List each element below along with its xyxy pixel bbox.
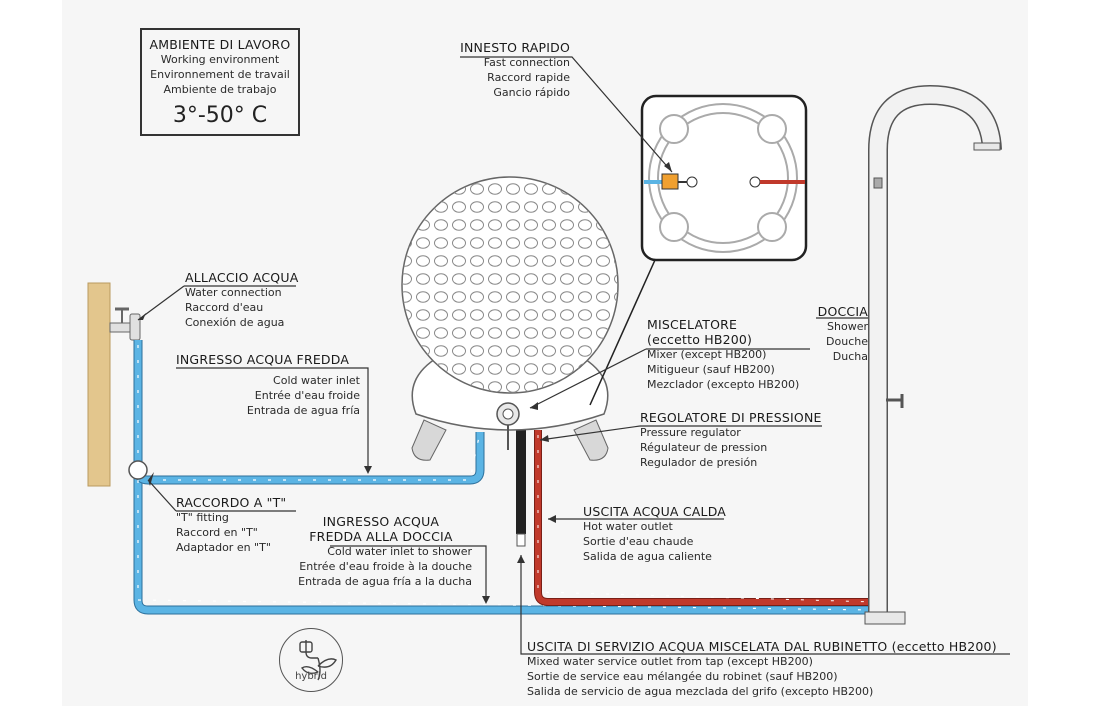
cold-inlet-label: Cold water inlet Entrée d'eau froide Ent… [210, 373, 360, 418]
environment-line: Working environment [160, 53, 280, 66]
service-outlet-label: USCITA DI SERVIZIO ACQUA MISCELATA DAL R… [527, 639, 997, 699]
temperature-range: 3°-50° C [172, 103, 268, 128]
fast-connection-line: Raccord rapide [487, 71, 570, 84]
service-outlet-title: USCITA DI SERVIZIO ACQUA MISCELATA DAL R… [527, 639, 997, 654]
mixer-line: Mezclador (excepto HB200) [647, 378, 800, 391]
mixer-line: Mitigueur (sauf HB200) [647, 363, 775, 376]
fast-connection-title: INNESTO RAPIDO [460, 40, 570, 55]
t-fitting-line: Raccord en "T" [176, 526, 258, 539]
cold-inlet-line: Entrée d'eau froide [254, 389, 360, 402]
wooden-post [87, 282, 111, 487]
water-connection-line: Conexión de agua [185, 316, 285, 329]
environment-line: Ambiente de trabajo [163, 83, 277, 96]
cold-inlet-line: Entrada de agua fría [246, 404, 360, 417]
t-fitting-title: RACCORDO A "T" [176, 495, 287, 510]
hot-outlet-line: Hot water outlet [583, 520, 673, 533]
shower-line: Shower [827, 320, 868, 333]
working-environment-box: AMBIENTE DI LAVORO Working environment E… [140, 28, 300, 136]
service-outlet-line: Sortie de service eau mélangée du robine… [527, 670, 838, 683]
pressure-line: Pressure regulator [640, 426, 741, 439]
hybrid-badge: hybrid [279, 628, 343, 692]
shower-title: DOCCIA [817, 304, 868, 319]
mixer-title: MISCELATORE [647, 317, 738, 332]
t-fitting-label: RACCORDO A "T" "T" fitting Raccord en "T… [176, 495, 286, 555]
fast-connection-line: Gancio rápido [493, 86, 570, 99]
service-outlet-line: Mixed water service outlet from tap (exc… [527, 655, 813, 668]
environment-line: Environnement de travail [150, 68, 290, 81]
mixer-line: Mixer (except HB200) [647, 348, 767, 361]
pressure-regulator-label: REGOLATORE DI PRESSIONE Pressure regulat… [640, 410, 822, 470]
fast-connection-detail [640, 94, 808, 262]
shower-column [864, 84, 1002, 625]
mixer-title: (eccetto HB200) [647, 332, 753, 347]
cold-shower-title: INGRESSO ACQUA [322, 514, 440, 529]
hot-outlet-label: USCITA ACQUA CALDA Hot water outlet Sort… [583, 504, 726, 564]
cold-shower-line: Entrée d'eau froide à la douche [299, 560, 472, 573]
hot-outlet-title: USCITA ACQUA CALDA [583, 504, 727, 519]
mixer-label: MISCELATORE (eccetto HB200) Mixer (excep… [647, 317, 799, 392]
t-fitting-line: Adaptador en "T" [176, 541, 271, 554]
cold-shower-line: Cold water inlet to shower [327, 545, 472, 558]
water-connection-line: Water connection [185, 286, 282, 299]
leader-lines [137, 56, 1010, 655]
water-connection-line: Raccord d'eau [185, 301, 264, 314]
environment-title: AMBIENTE DI LAVORO [149, 37, 291, 52]
service-outlet-line: Salida de servicio de agua mezclada del … [527, 685, 874, 698]
t-fitting-line: "T" fitting [176, 511, 229, 524]
pressure-line: Régulateur de pression [640, 441, 768, 454]
water-connection-label: ALLACCIO ACQUA Water connection Raccord … [185, 270, 298, 330]
service-outlet-tube [516, 430, 526, 547]
cold-inlet-line: Cold water inlet [273, 374, 360, 387]
pressure-title: REGOLATORE DI PRESSIONE [640, 410, 822, 425]
hybrid-label: hybrid [295, 671, 327, 682]
cold-shower-line: Entrada de agua fría a la ducha [298, 575, 472, 588]
fast-connection-line: Fast connection [483, 56, 570, 69]
hot-outlet-line: Sortie d'eau chaude [583, 535, 694, 548]
cold-shower-title: FREDDA ALLA DOCCIA [309, 529, 453, 544]
pressure-line: Regulador de presión [640, 456, 758, 469]
water-connection-title: ALLACCIO ACQUA [185, 270, 299, 285]
wall-tap-icon [109, 307, 141, 341]
cold-shower-label: INGRESSO ACQUA FREDDA ALLA DOCCIA Cold w… [290, 514, 472, 589]
hot-outlet-line: Salida de agua caliente [583, 550, 712, 563]
t-fitting-icon [128, 460, 148, 480]
hot-water-pipe [534, 430, 876, 606]
shower-line: Douche [826, 335, 868, 348]
arrowheads [138, 162, 672, 604]
shower-tap-icon [886, 394, 904, 408]
cold-inlet-title: INGRESSO ACQUA FREDDA [176, 352, 350, 367]
mixer-pointer-line [589, 259, 656, 406]
shower-label: DOCCIA Shower Douche Ducha [780, 304, 868, 364]
shower-line: Ducha [832, 350, 868, 363]
fast-connection-label: INNESTO RAPIDO Fast connection Raccord r… [440, 40, 570, 100]
solar-shower-sphere [401, 176, 619, 461]
